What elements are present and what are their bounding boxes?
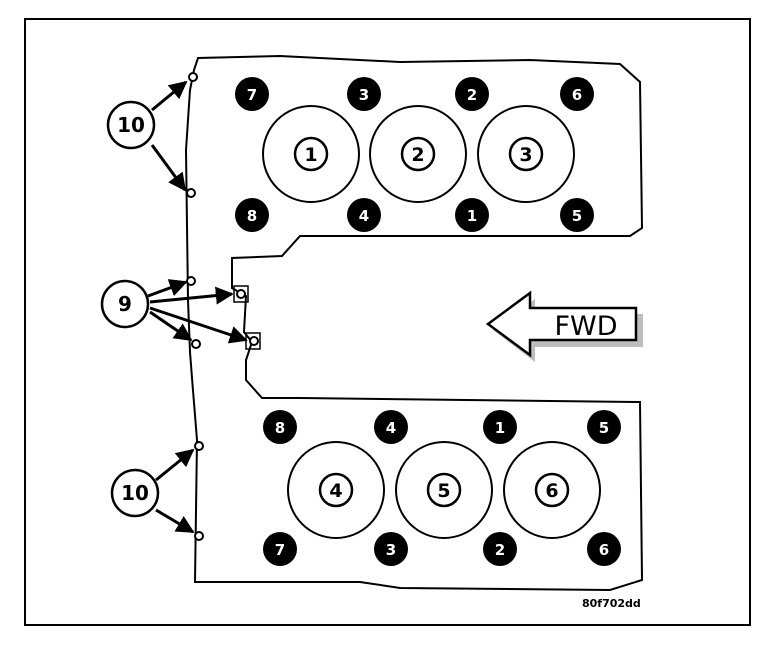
bolt-sequence-number: 8 [275, 419, 285, 437]
cylinder-number: 4 [329, 480, 342, 502]
bolt-sequence-number: 2 [495, 541, 505, 559]
cylinder-number: 5 [437, 480, 450, 502]
callout-leaders [147, 80, 248, 534]
upper-cylinder-bores: 1 2 3 [262, 105, 575, 203]
cylinder-bore: 1 [262, 105, 360, 203]
lower-head-bolts: 8 4 1 5 7 3 2 6 [263, 410, 621, 566]
bolt-sequence-number: 4 [359, 207, 369, 225]
bolt-sequence-number: 5 [599, 419, 609, 437]
bolt-sequence-number: 1 [495, 419, 505, 437]
bolt-sequence-number: 8 [247, 207, 257, 225]
bolt-sequence-number: 6 [599, 541, 609, 559]
figure-id: 80f702dd [582, 597, 641, 610]
callout-10-upper: 10 [106, 100, 156, 150]
cylinder-number: 1 [304, 144, 317, 166]
bolt-sequence-number: 3 [386, 541, 396, 559]
callout-label: 9 [118, 292, 132, 316]
dowel-hole [191, 339, 201, 349]
bolt-sequence-number: 3 [359, 86, 369, 104]
dowel-holes [186, 72, 259, 541]
dowel-hole [186, 188, 196, 198]
cylinder-number: 2 [411, 144, 424, 166]
cylinder-bore: 6 [503, 441, 601, 539]
dowel-hole [249, 336, 259, 346]
bolt-sequence-number: 4 [386, 419, 396, 437]
bolt-sequence-number: 6 [572, 86, 582, 104]
cylinder-bore: 5 [395, 441, 493, 539]
callout-label: 10 [121, 481, 149, 505]
bolt-sequence-number: 5 [572, 207, 582, 225]
dowel-boss [233, 285, 249, 303]
cylinder-bore: 2 [369, 105, 467, 203]
cylinder-bore: 4 [287, 441, 385, 539]
cylinder-bore: 3 [477, 105, 575, 203]
callout-9: 9 [100, 279, 150, 329]
upper-head-bolts: 7 3 2 6 8 4 1 5 [235, 77, 594, 232]
cylinder-number: 6 [545, 480, 558, 502]
lower-cylinder-bores: 4 5 6 [287, 441, 601, 539]
callout-10-lower: 10 [110, 468, 160, 518]
bolt-sequence-number: 7 [247, 86, 257, 104]
dowel-hole [188, 72, 198, 82]
forward-arrow: FWD [485, 290, 643, 362]
dowel-hole [236, 289, 246, 299]
dowel-hole [194, 531, 204, 541]
dowel-hole [194, 441, 204, 451]
direction-label: FWD [554, 311, 617, 342]
cylinder-number: 3 [519, 144, 532, 166]
dowel-hole [186, 276, 196, 286]
bolt-sequence-number: 7 [275, 541, 285, 559]
bolt-sequence-number: 2 [467, 86, 477, 104]
callout-label: 10 [117, 113, 145, 137]
bolt-sequence-number: 1 [467, 207, 477, 225]
